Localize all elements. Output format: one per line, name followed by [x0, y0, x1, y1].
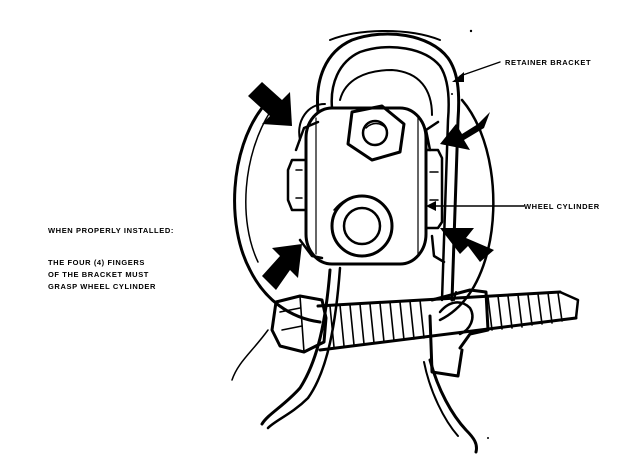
retainer-bracket [294, 32, 461, 302]
note-line-3: GRASP WHEEL CYLINDER [48, 282, 156, 291]
rod-clamp [428, 288, 490, 378]
note-line-1: THE FOUR (4) FINGERS [48, 258, 146, 267]
brake-hose [231, 266, 478, 454]
wheel-cylinder-body [286, 106, 444, 266]
threaded-rod [316, 290, 580, 352]
arrow-icon [440, 228, 494, 262]
leader-lines [429, 61, 525, 207]
bleeder-nut [346, 104, 406, 162]
arrow-icon [248, 82, 292, 126]
backing-plate [233, 30, 495, 324]
wheel-cylinder-label: WHEEL CYLINDER [524, 202, 600, 211]
brake-line-fitting [330, 194, 394, 258]
retainer-bracket-label: RETAINER BRACKET [505, 58, 592, 67]
print-specks [451, 29, 489, 439]
note-heading: WHEN PROPERLY INSTALLED: [48, 226, 174, 235]
arrow-icon [262, 244, 302, 290]
arrow-icon [452, 72, 464, 82]
note-line-2: OF THE BRACKET MUST [48, 270, 149, 279]
arrow-icon [440, 112, 490, 150]
rod-hex-end [270, 294, 328, 354]
arrow-icon [426, 201, 436, 211]
